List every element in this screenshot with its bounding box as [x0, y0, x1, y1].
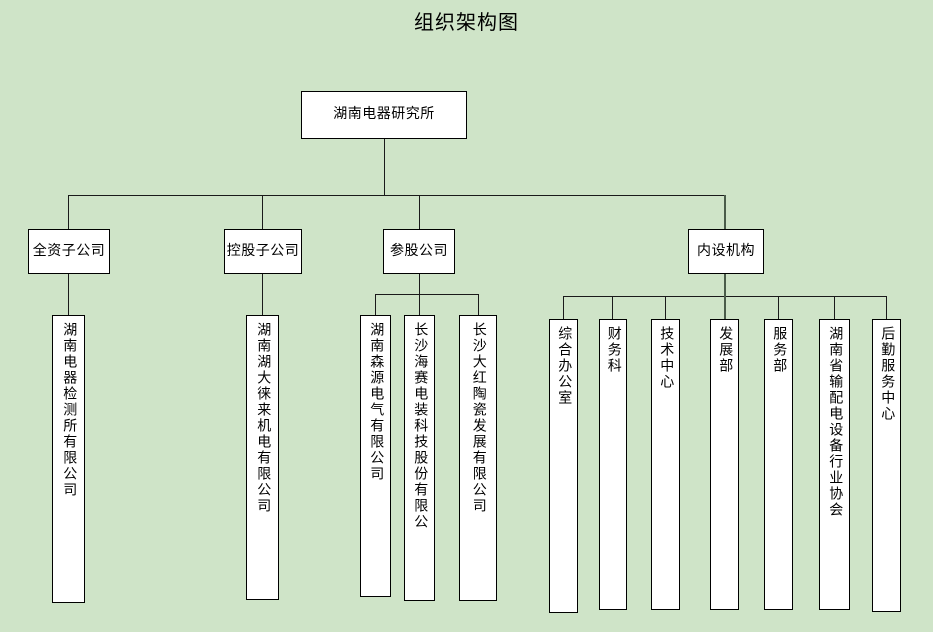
connector-equity-drop-2: [419, 294, 420, 315]
connector-drop-equity: [419, 195, 420, 229]
node-general-office[interactable]: 综合办公室: [549, 319, 578, 613]
connector-drop-wholly-owned: [68, 195, 69, 229]
connector-holding-stem: [262, 274, 263, 315]
connector-internal-drop-5: [778, 296, 779, 319]
node-haisai-electrical-tech[interactable]: 长沙海赛电装科技股份有限公: [404, 315, 435, 601]
connector-equity-bus: [375, 294, 478, 295]
node-power-equipment-association[interactable]: 湖南省输配电设备行业协会: [819, 319, 850, 610]
node-service-dept[interactable]: 服务部: [764, 319, 793, 610]
node-root[interactable]: 湖南电器研究所: [301, 91, 467, 139]
page-title: 组织架构图: [414, 10, 519, 34]
connector-internal-drop-2: [612, 296, 613, 319]
node-hudalailai-electromech[interactable]: 湖南湖大徕来机电有限公司: [246, 315, 279, 600]
connector-internal-drop-4: [724, 296, 726, 319]
node-equity[interactable]: 参股公司: [383, 229, 455, 274]
node-wholly-owned[interactable]: 全资子公司: [28, 229, 110, 274]
connector-drop-holding: [262, 195, 263, 229]
connector-internal-drop-1: [563, 296, 564, 319]
node-hunan-electric-testing[interactable]: 湖南电器检测所有限公司: [52, 315, 85, 603]
node-internal[interactable]: 内设机构: [688, 229, 764, 274]
connector-equity-drop-3: [478, 294, 479, 315]
node-holding[interactable]: 控股子公司: [224, 229, 302, 274]
connector-wholly-owned-stem: [68, 274, 69, 315]
connector-root-stem: [384, 139, 385, 195]
connector-internal-drop-7: [886, 296, 887, 319]
connector-internal-stem: [724, 274, 726, 296]
node-finance-section[interactable]: 财务科: [599, 319, 627, 610]
connector-internal-drop-3: [665, 296, 666, 319]
node-senyuan-electric[interactable]: 湖南森源电气有限公司: [360, 315, 391, 597]
connector-drop-internal: [724, 195, 726, 229]
connector-main-bus: [68, 195, 725, 196]
node-development-dept[interactable]: 发展部: [710, 319, 739, 610]
node-dahong-ceramics[interactable]: 长沙大红陶瓷发展有限公司: [459, 315, 497, 601]
node-logistics-service-center[interactable]: 后勤服务中心: [872, 319, 901, 612]
connector-internal-drop-6: [834, 296, 835, 319]
connector-equity-stem: [419, 274, 420, 294]
node-technology-center[interactable]: 技术中心: [651, 319, 680, 610]
connector-equity-drop-1: [375, 294, 376, 315]
